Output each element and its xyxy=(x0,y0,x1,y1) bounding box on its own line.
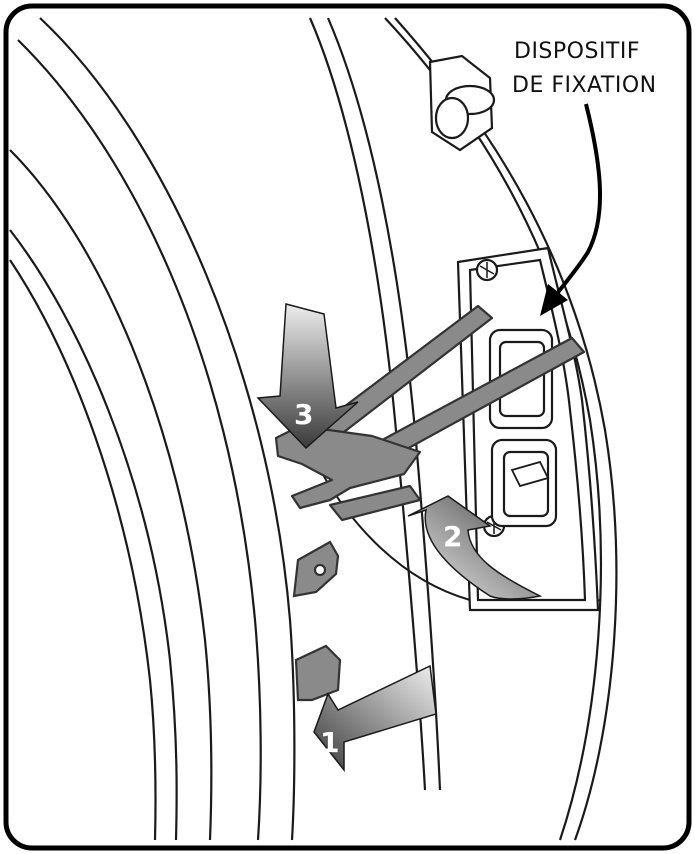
top-bracket xyxy=(428,54,496,152)
step-1-arrow xyxy=(313,664,437,773)
callout-label-line1: DISPOSITIF xyxy=(514,39,640,64)
step-3-label: 3 xyxy=(294,398,313,431)
callout-label-line2: DE FIXATION xyxy=(512,73,657,98)
removal-tool xyxy=(274,304,586,522)
step-arrows xyxy=(256,303,543,773)
step-1-label: 1 xyxy=(320,726,339,759)
step-2-label: 2 xyxy=(443,520,462,553)
step-2-arrow xyxy=(407,495,543,600)
door-clips xyxy=(292,540,342,702)
step-3-arrow xyxy=(256,303,359,450)
callout-leader xyxy=(540,103,602,316)
